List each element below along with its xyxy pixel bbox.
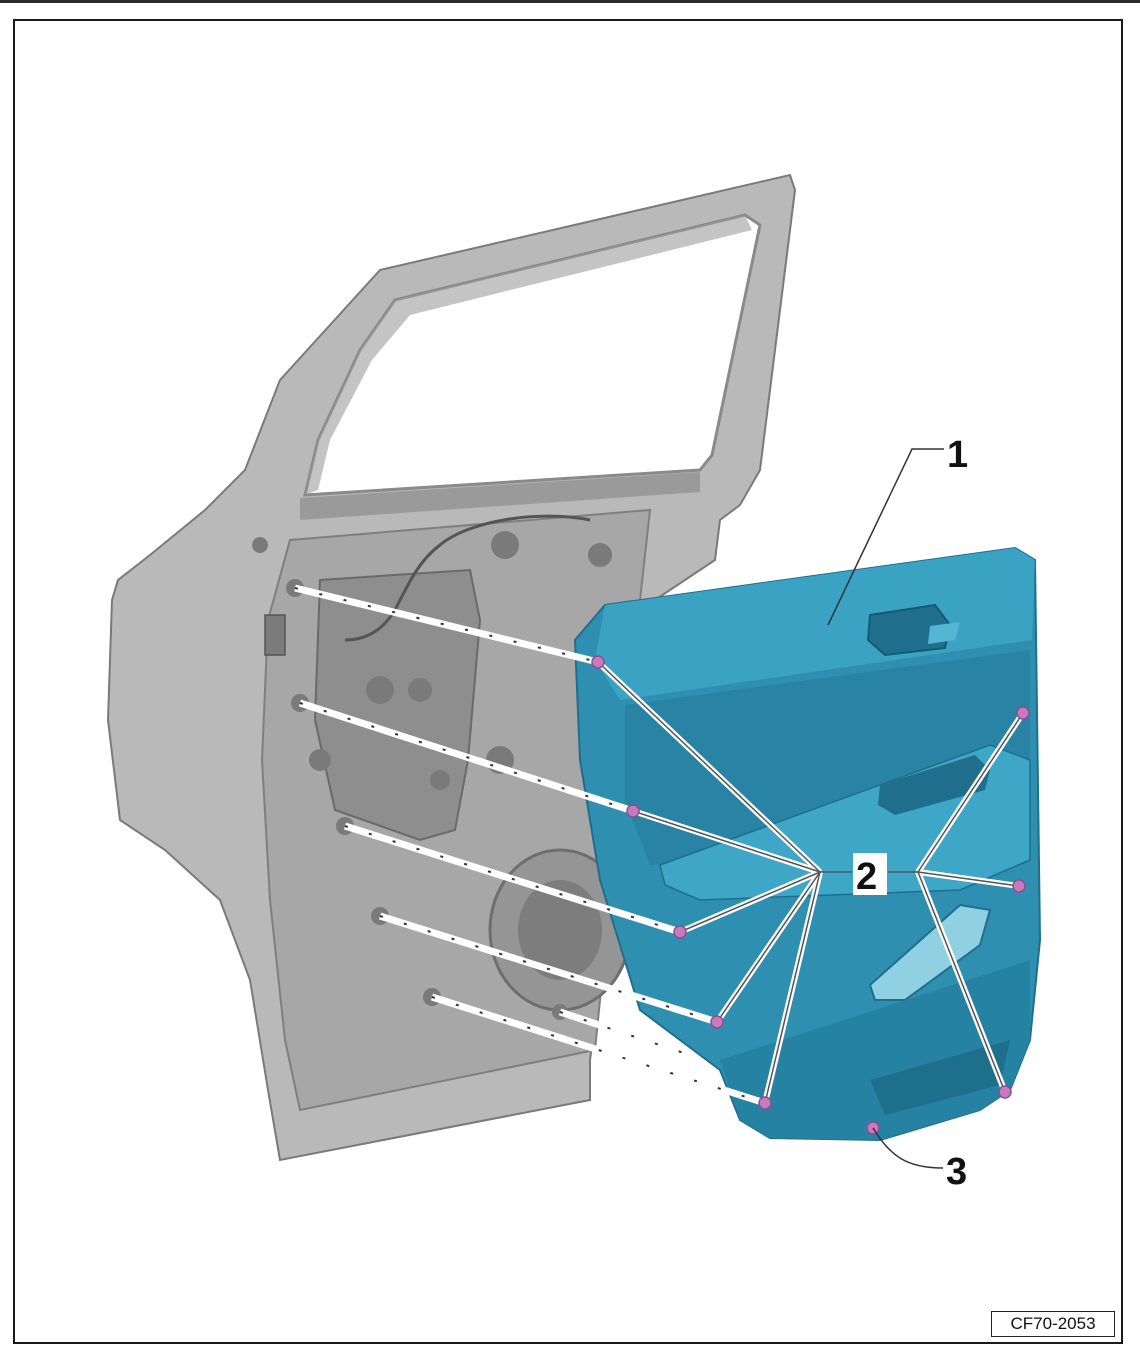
clip-dot: [626, 804, 640, 818]
callout-number-1: 1: [947, 434, 968, 476]
top-rule: [0, 0, 1140, 3]
callout-number-2: 2: [856, 856, 877, 898]
guide-line: [430, 993, 767, 1107]
guide-dash: [299, 702, 634, 812]
leader-2: [716, 871, 821, 1023]
trim-pull-pocket: [868, 903, 992, 1001]
clip-dot: [1016, 706, 1030, 720]
callout-number-3: 3: [946, 1151, 967, 1193]
trim-window-switch: [878, 755, 990, 815]
leader-2: [597, 661, 821, 873]
clip-dot: [710, 1015, 724, 1029]
leader-2: [679, 871, 821, 933]
door-shell: [106, 173, 797, 1162]
guide-dash: [344, 825, 681, 933]
leader-1: [827, 448, 944, 626]
trim-door-handle-lever: [928, 622, 960, 644]
door-hole: [430, 770, 450, 790]
leader-3: [872, 1127, 944, 1169]
callout-2-label-bg: [853, 853, 887, 895]
trim-speaker-grille: [870, 1040, 1010, 1115]
door-hole: [309, 749, 331, 771]
clip-dot: [1012, 879, 1026, 893]
clip-dot: [998, 1085, 1012, 1099]
trim-clips: [591, 655, 1030, 1135]
leader-2: [917, 871, 1020, 887]
figure-id-label: CF70-2053: [991, 1311, 1115, 1337]
leader-2: [632, 810, 821, 873]
door-speaker-inner: [518, 880, 602, 980]
assembly-guide-dashes: [294, 587, 766, 1104]
door-hole: [588, 543, 612, 567]
leader-2: [917, 871, 1006, 1093]
guide-dash: [379, 915, 718, 1023]
wiring-harness: [344, 514, 591, 642]
window-frame-inner: [305, 215, 752, 495]
trim-panel-upper-roll: [595, 548, 1035, 700]
guide-line: [558, 1008, 692, 1059]
callout-2-leaders: [597, 661, 1024, 1104]
door-hole: [252, 537, 268, 553]
clip-dot: [758, 1096, 772, 1110]
door-trim-panel: [573, 546, 1042, 1142]
clip-dot: [673, 925, 687, 939]
leader-2: [764, 871, 821, 1104]
door-hole: [408, 678, 432, 702]
door-belt-line: [300, 472, 700, 520]
leader-2: [917, 712, 1024, 873]
door-lock: [264, 614, 286, 656]
guide-dash: [294, 587, 599, 663]
door-hole: [366, 676, 394, 704]
door-hole: [491, 531, 519, 559]
clip-dot: [591, 655, 605, 669]
